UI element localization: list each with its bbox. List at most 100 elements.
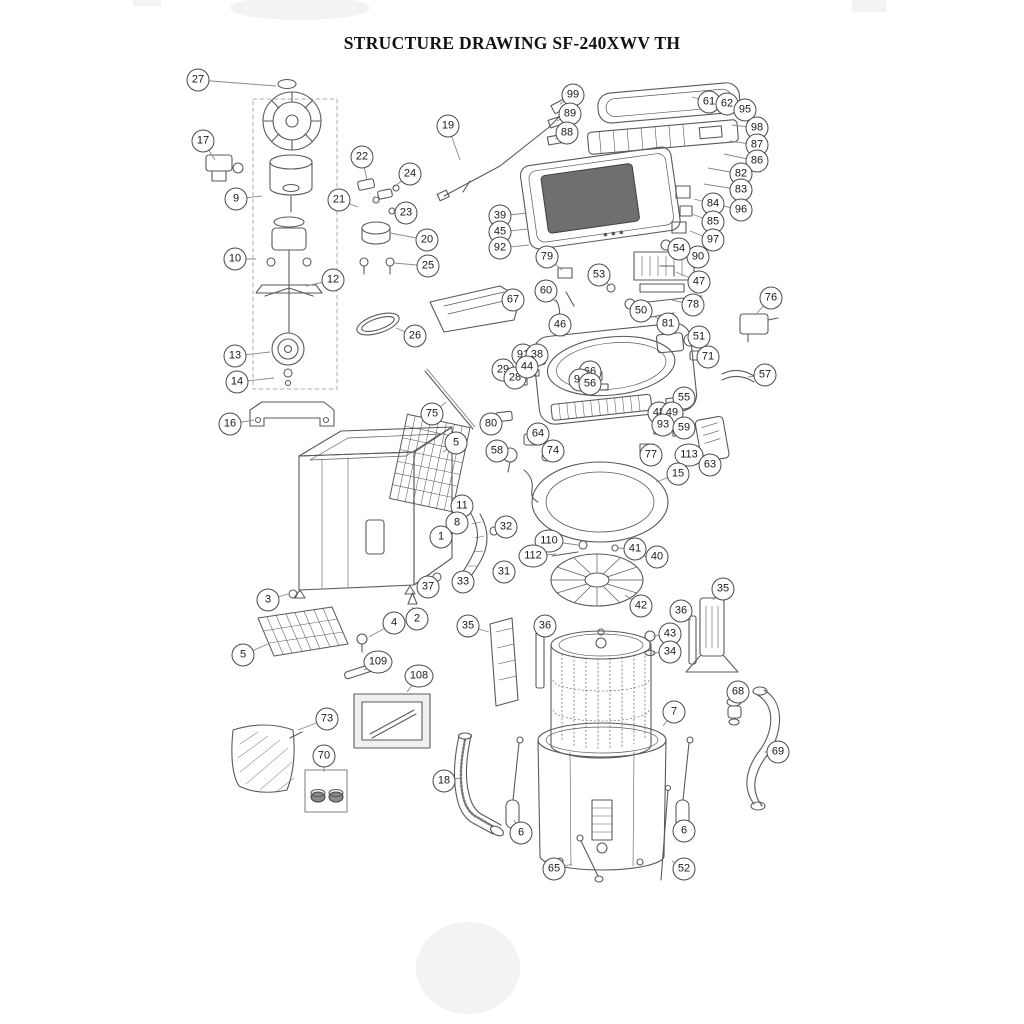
- part-callout-63: 63: [698, 453, 722, 477]
- base-grid: [257, 606, 349, 657]
- part-callout-93: 93: [651, 413, 675, 437]
- part-callout-109: 109: [363, 650, 393, 674]
- part-callout-10: 10: [223, 247, 247, 271]
- drain-hose: [453, 732, 505, 837]
- part-callout-22: 22: [350, 145, 374, 169]
- top-cover: [587, 82, 741, 251]
- part-callout-71: 71: [696, 345, 720, 369]
- part-callout-47: 47: [687, 270, 711, 294]
- part-callout-36: 36: [669, 599, 693, 623]
- accessory-box: [344, 663, 431, 749]
- tub-ring: [531, 461, 669, 543]
- cabinet: [288, 426, 453, 653]
- part-callout-25: 25: [416, 254, 440, 278]
- part-callout-17: 17: [191, 129, 215, 153]
- part-callout-108: 108: [404, 664, 434, 688]
- part-callout-59: 59: [672, 416, 696, 440]
- part-callout-6: 6: [509, 821, 533, 845]
- mount-bracket: [205, 154, 244, 182]
- bottom-rods: [576, 784, 672, 883]
- part-callout-4: 4: [382, 611, 406, 635]
- part-callout-23: 23: [394, 201, 418, 225]
- part-callout-86: 86: [745, 149, 769, 173]
- part-callout-1: 1: [429, 525, 453, 549]
- part-callout-81: 81: [656, 312, 680, 336]
- part-callout-14: 14: [225, 370, 249, 394]
- part-callout-37: 37: [416, 575, 440, 599]
- part-callout-74: 74: [541, 439, 565, 463]
- part-callout-20: 20: [415, 228, 439, 252]
- part-callout-8: 8: [445, 511, 469, 535]
- part-callout-3: 3: [256, 588, 280, 612]
- part-callout-18: 18: [432, 769, 456, 793]
- part-callout-96: 96: [729, 198, 753, 222]
- part-callout-80: 80: [479, 412, 503, 436]
- part-callout-42: 42: [629, 594, 653, 618]
- part-callout-32: 32: [494, 515, 518, 539]
- part-callout-19: 19: [436, 114, 460, 138]
- overflow-hose: [721, 369, 755, 383]
- part-callout-35: 35: [456, 614, 480, 638]
- part-callout-35: 35: [711, 577, 735, 601]
- part-callout-16: 16: [218, 412, 242, 436]
- part-callout-54: 54: [667, 237, 691, 261]
- part-callout-56: 56: [578, 372, 602, 396]
- part-callout-53: 53: [587, 263, 611, 287]
- part-callout-31: 31: [492, 560, 516, 584]
- lid: [519, 146, 681, 250]
- part-callout-5: 5: [444, 431, 468, 455]
- part-callout-36: 36: [533, 614, 557, 638]
- part-callout-73: 73: [315, 707, 339, 731]
- top-frame: [532, 322, 698, 425]
- part-callout-7: 7: [662, 700, 686, 724]
- part-callout-41: 41: [623, 537, 647, 561]
- part-callout-68: 68: [726, 680, 750, 704]
- part-callout-88: 88: [555, 121, 579, 145]
- part-callout-5: 5: [231, 643, 255, 667]
- part-callout-70: 70: [312, 744, 336, 768]
- part-callout-95: 95: [733, 98, 757, 122]
- part-callout-27: 27: [186, 68, 210, 92]
- part-callout-46: 46: [548, 313, 572, 337]
- part-callout-84: 84: [701, 192, 725, 216]
- part-callout-77: 77: [639, 443, 663, 467]
- part-callout-67: 67: [501, 288, 525, 312]
- part-callout-15: 15: [666, 462, 690, 486]
- part-callout-34: 34: [658, 640, 682, 664]
- part-callout-64: 64: [526, 422, 550, 446]
- part-callout-50: 50: [629, 299, 653, 323]
- part-callout-76: 76: [759, 286, 783, 310]
- part-callout-60: 60: [534, 279, 558, 303]
- part-callout-58: 58: [485, 439, 509, 463]
- part-callout-26: 26: [403, 324, 427, 348]
- inlet-valve: [739, 313, 779, 343]
- part-callout-85: 85: [701, 210, 725, 234]
- lint-filter: [231, 724, 303, 793]
- part-callout-13: 13: [223, 344, 247, 368]
- pulsator: [550, 540, 644, 607]
- part-callout-52: 52: [672, 857, 696, 881]
- part-callout-9: 9: [224, 187, 248, 211]
- part-callout-40: 40: [645, 545, 669, 569]
- suspension-rods: [505, 736, 694, 829]
- part-callout-78: 78: [681, 293, 705, 317]
- scan-artifacts: [133, 0, 886, 1014]
- part-callout-44: 44: [515, 355, 539, 379]
- drive-assembly: [249, 78, 338, 427]
- part-callout-92: 92: [488, 236, 512, 260]
- page-title: STRUCTURE DRAWING SF-240XWV TH: [343, 33, 681, 53]
- part-callout-24: 24: [398, 162, 422, 186]
- cap-set: [304, 769, 348, 813]
- part-callout-21: 21: [327, 188, 351, 212]
- part-callout-12: 12: [321, 268, 345, 292]
- small-hardware: [356, 178, 400, 336]
- part-callout-57: 57: [753, 363, 777, 387]
- part-callout-69: 69: [766, 740, 790, 764]
- part-callout-65: 65: [542, 857, 566, 881]
- part-callout-2: 2: [405, 607, 429, 631]
- part-callout-97: 97: [701, 228, 725, 252]
- part-callout-79: 79: [535, 245, 559, 269]
